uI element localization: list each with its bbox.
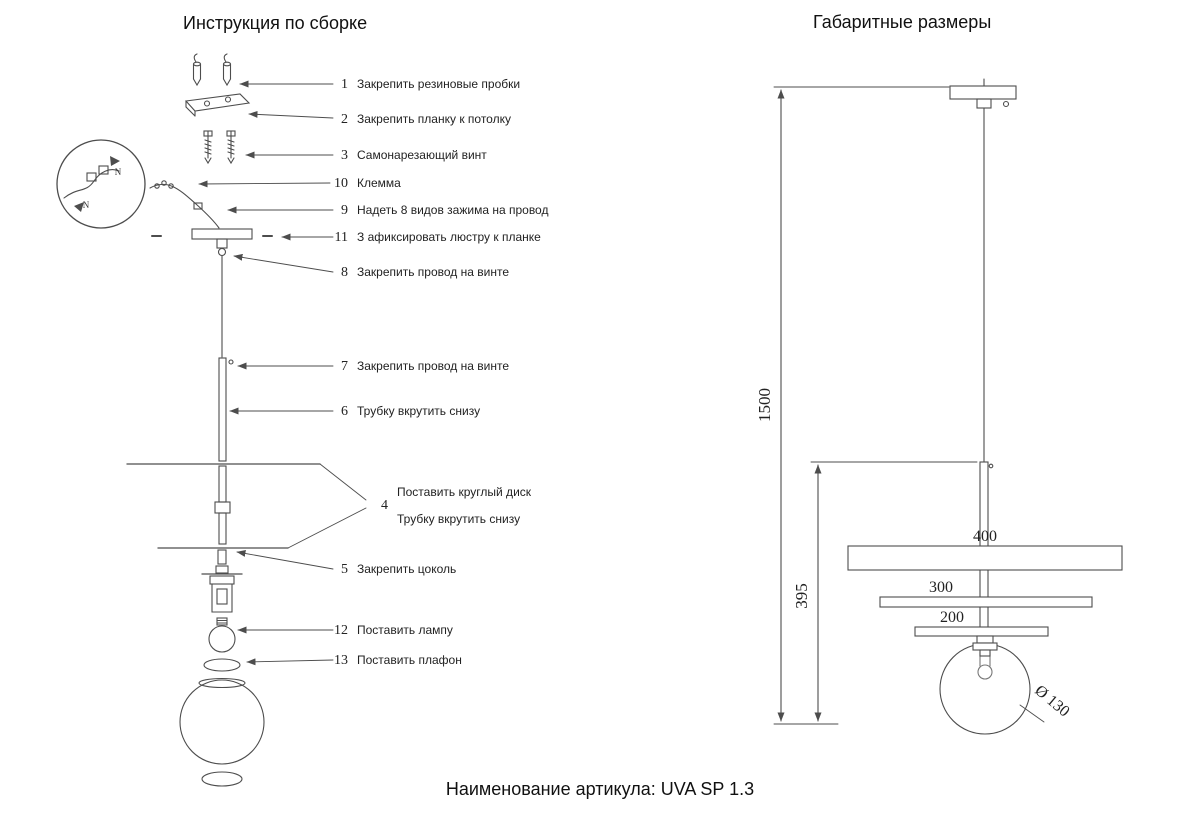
step-label-2: Трубку вкрутить снизу bbox=[397, 512, 521, 526]
step-number: 8 bbox=[341, 265, 348, 280]
article-name: Наименование артикула: UVA SP 1.3 bbox=[445, 779, 755, 799]
wiring-detail-magnifier: N N bbox=[56, 139, 146, 229]
dim-200-label: 200 bbox=[940, 609, 964, 626]
step-13: 13 Поставить плафон bbox=[330, 652, 462, 668]
step-6: 6 Трубку вкрутить снизу bbox=[330, 403, 480, 419]
dim-lower-height: 395 bbox=[792, 461, 978, 722]
globe bbox=[939, 643, 1031, 735]
dim-1500-label: 1500 bbox=[755, 388, 774, 422]
bottom-ring bbox=[201, 771, 243, 787]
step-10: 10 Клемма bbox=[330, 175, 401, 191]
lamp-socket bbox=[972, 635, 998, 657]
step-label: Трубку вкрутить снизу bbox=[357, 404, 481, 418]
step-number: 9 bbox=[341, 203, 348, 218]
step-3: 3 Самонарезающий винт bbox=[330, 147, 487, 163]
step-number: 2 bbox=[341, 112, 348, 127]
dim-400-label: 400 bbox=[973, 528, 997, 545]
self-tapping-screws bbox=[203, 130, 236, 165]
step-number: 7 bbox=[341, 359, 348, 374]
socket bbox=[201, 565, 243, 613]
step-2: 2 Закрепить планку к потолку bbox=[330, 111, 511, 127]
disk-300 bbox=[879, 596, 1093, 608]
step-label: Закрепить провод на винте bbox=[357, 359, 510, 373]
step-label: Надеть 8 видов зажима на провод bbox=[357, 203, 549, 217]
step-label: Поставить круглый диск bbox=[397, 485, 532, 499]
step-number: 4 bbox=[381, 497, 388, 513]
ceiling-plate bbox=[949, 78, 1017, 109]
step-12: 12 Поставить лампу bbox=[330, 622, 453, 638]
rubber-plugs bbox=[192, 53, 232, 87]
step-5: 5 Закрепить цоколь bbox=[330, 561, 456, 577]
dim-300-label: 300 bbox=[929, 579, 953, 596]
step-1: 1 Закрепить резиновые пробки bbox=[330, 76, 520, 92]
terminal-label-n: N bbox=[115, 167, 122, 177]
step-number: 1 bbox=[341, 77, 348, 92]
step-label: Закрепить резиновые пробки bbox=[357, 77, 521, 91]
step-number: 10 bbox=[334, 176, 348, 191]
step-number: 3 bbox=[341, 148, 348, 163]
ceiling-bracket bbox=[184, 93, 251, 117]
step-4: 4 Поставить круглый диск Трубку вкрутить… bbox=[370, 484, 531, 527]
step-number: 11 bbox=[334, 230, 348, 245]
gasket-ring bbox=[203, 658, 241, 672]
step-label: Закрепить провод на винте bbox=[357, 265, 510, 279]
disk-400 bbox=[847, 545, 1123, 571]
step-label: Поставить плафон bbox=[357, 653, 462, 667]
upper-rod bbox=[218, 357, 234, 462]
dim-395-label: 395 bbox=[792, 583, 811, 609]
step-label: Самонарезающий винт bbox=[357, 148, 487, 162]
step-8: 8 Закрепить провод на винте bbox=[330, 264, 509, 280]
dim-overall-height: 1500 bbox=[755, 86, 950, 725]
step-label: Закрепить цоколь bbox=[357, 562, 457, 576]
leader-lines bbox=[198, 80, 334, 666]
dim-diameter-label: Ø 130 bbox=[1031, 682, 1072, 720]
step-label: Поставить лампу bbox=[357, 623, 453, 637]
ceiling-canopy bbox=[151, 228, 273, 257]
globe-shade bbox=[179, 677, 265, 765]
step-label: З афиксировать люстру к планке bbox=[357, 230, 541, 244]
step-number: 5 bbox=[341, 562, 348, 577]
light-bulb bbox=[208, 617, 236, 653]
step-number: 6 bbox=[341, 404, 348, 419]
step-number: 13 bbox=[334, 653, 348, 668]
disk-200 bbox=[914, 626, 1049, 637]
step-label: Закрепить планку к потолку bbox=[357, 112, 511, 126]
wire-with-clamps bbox=[149, 180, 220, 229]
left-section-title: Инструкция по сборке bbox=[183, 13, 368, 33]
step-7: 7 Закрепить провод на винте bbox=[330, 358, 509, 374]
disk-assembly bbox=[126, 463, 367, 565]
step-11: 11 З афиксировать люстру к планке bbox=[330, 229, 541, 245]
step-number: 12 bbox=[334, 623, 348, 638]
step-label: Клемма bbox=[357, 176, 401, 190]
step-9: 9 Надеть 8 видов зажима на провод bbox=[330, 202, 548, 218]
terminal-label-n: N bbox=[83, 200, 90, 210]
right-section-title: Габаритные размеры bbox=[813, 12, 992, 32]
